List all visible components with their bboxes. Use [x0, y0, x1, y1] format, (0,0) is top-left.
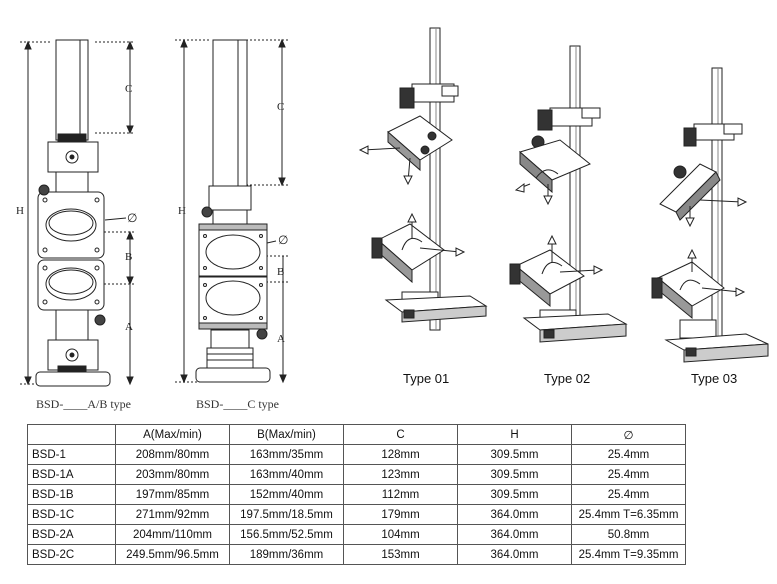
caption-c-type: BSD-____C type	[196, 397, 279, 411]
table-row: BSD-1A 203mm/80mm 163mm/40mm 123mm 309.5…	[27, 464, 686, 485]
table-row: BSD-2C 249.5mm/96.5mm 189mm/36mm 153mm 3…	[27, 544, 686, 565]
cell-h: 364.0mm	[457, 544, 572, 565]
cell-diameter: 25.4mm	[571, 464, 686, 485]
cell-model: BSD-2C	[27, 544, 116, 565]
c-label-b: B	[277, 266, 284, 278]
header-b: B(Max/min)	[229, 424, 344, 445]
table-row: BSD-1B 197mm/85mm 152mm/40mm 112mm 309.5…	[27, 484, 686, 505]
table-row: BSD-2A 204mm/110mm 156.5mm/52.5mm 104mm …	[27, 524, 686, 545]
c-label-h: H	[178, 205, 186, 217]
cell-c: 128mm	[343, 444, 458, 465]
cell-model: BSD-1A	[27, 464, 116, 485]
table-row: BSD-1 208mm/80mm 163mm/35mm 128mm 309.5m…	[27, 444, 686, 465]
cell-diameter: 25.4mm T=9.35mm	[571, 544, 686, 565]
cell-b: 197.5mm/18.5mm	[229, 504, 344, 525]
cell-a: 271mm/92mm	[115, 504, 230, 525]
type-02-label: Type 02	[544, 371, 591, 386]
ab-label-c: C	[125, 83, 132, 95]
cell-b: 189mm/36mm	[229, 544, 344, 565]
cell-c: 153mm	[343, 544, 458, 565]
drawing-canvas: H C B A ∅	[16, 27, 769, 411]
type-01-label: Type 01	[403, 371, 450, 386]
table-header-row: A(Max/min) B(Max/min) C H ∅	[27, 424, 686, 445]
cell-h: 364.0mm	[457, 504, 572, 525]
spec-table: A(Max/min) B(Max/min) C H ∅ BSD-1 208mm/…	[27, 424, 686, 565]
cell-c: 112mm	[343, 484, 458, 505]
cell-a: 208mm/80mm	[115, 444, 230, 465]
cell-b: 163mm/40mm	[229, 464, 344, 485]
cell-h: 309.5mm	[457, 464, 572, 485]
type-02-illustration	[509, 45, 628, 343]
cell-b: 152mm/40mm	[229, 484, 344, 505]
c-type-drawing: H C B A ∅	[175, 38, 290, 384]
type-03-illustration	[651, 67, 769, 363]
cell-c: 104mm	[343, 524, 458, 545]
cell-model: BSD-1	[27, 444, 116, 465]
ab-label-phi: ∅	[127, 211, 137, 225]
cell-diameter: 50.8mm	[571, 524, 686, 545]
cell-diameter: 25.4mm	[571, 484, 686, 505]
table-row: BSD-1C 271mm/92mm 197.5mm/18.5mm 179mm 3…	[27, 504, 686, 525]
cell-a: 249.5mm/96.5mm	[115, 544, 230, 565]
cell-a: 197mm/85mm	[115, 484, 230, 505]
c-label-phi: ∅	[278, 233, 288, 247]
ab-label-b: B	[125, 251, 132, 263]
caption-ab-type: BSD-____A/B type	[36, 397, 131, 411]
ab-label-h: H	[16, 205, 24, 217]
ab-type-drawing: H C B A ∅	[16, 39, 137, 387]
cell-diameter: 25.4mm T=6.35mm	[571, 504, 686, 525]
cell-model: BSD-2A	[27, 524, 116, 545]
header-a: A(Max/min)	[115, 424, 230, 445]
cell-h: 309.5mm	[457, 444, 572, 465]
header-model	[27, 424, 116, 445]
cell-c: 179mm	[343, 504, 458, 525]
header-h: H	[457, 424, 572, 445]
technical-drawings: H C B A ∅	[16, 27, 769, 411]
cell-h: 309.5mm	[457, 484, 572, 505]
cell-h: 364.0mm	[457, 524, 572, 545]
cell-a: 204mm/110mm	[115, 524, 230, 545]
type-01-illustration	[358, 27, 488, 331]
cell-b: 163mm/35mm	[229, 444, 344, 465]
cell-b: 156.5mm/52.5mm	[229, 524, 344, 545]
header-diameter: ∅	[571, 424, 686, 445]
cell-model: BSD-1B	[27, 484, 116, 505]
cell-c: 123mm	[343, 464, 458, 485]
cell-diameter: 25.4mm	[571, 444, 686, 465]
c-label-a: A	[277, 333, 285, 345]
header-c: C	[343, 424, 458, 445]
cell-model: BSD-1C	[27, 504, 116, 525]
ab-label-a: A	[125, 321, 133, 333]
c-label-c: C	[277, 101, 284, 113]
cell-a: 203mm/80mm	[115, 464, 230, 485]
type-03-label: Type 03	[691, 371, 738, 386]
